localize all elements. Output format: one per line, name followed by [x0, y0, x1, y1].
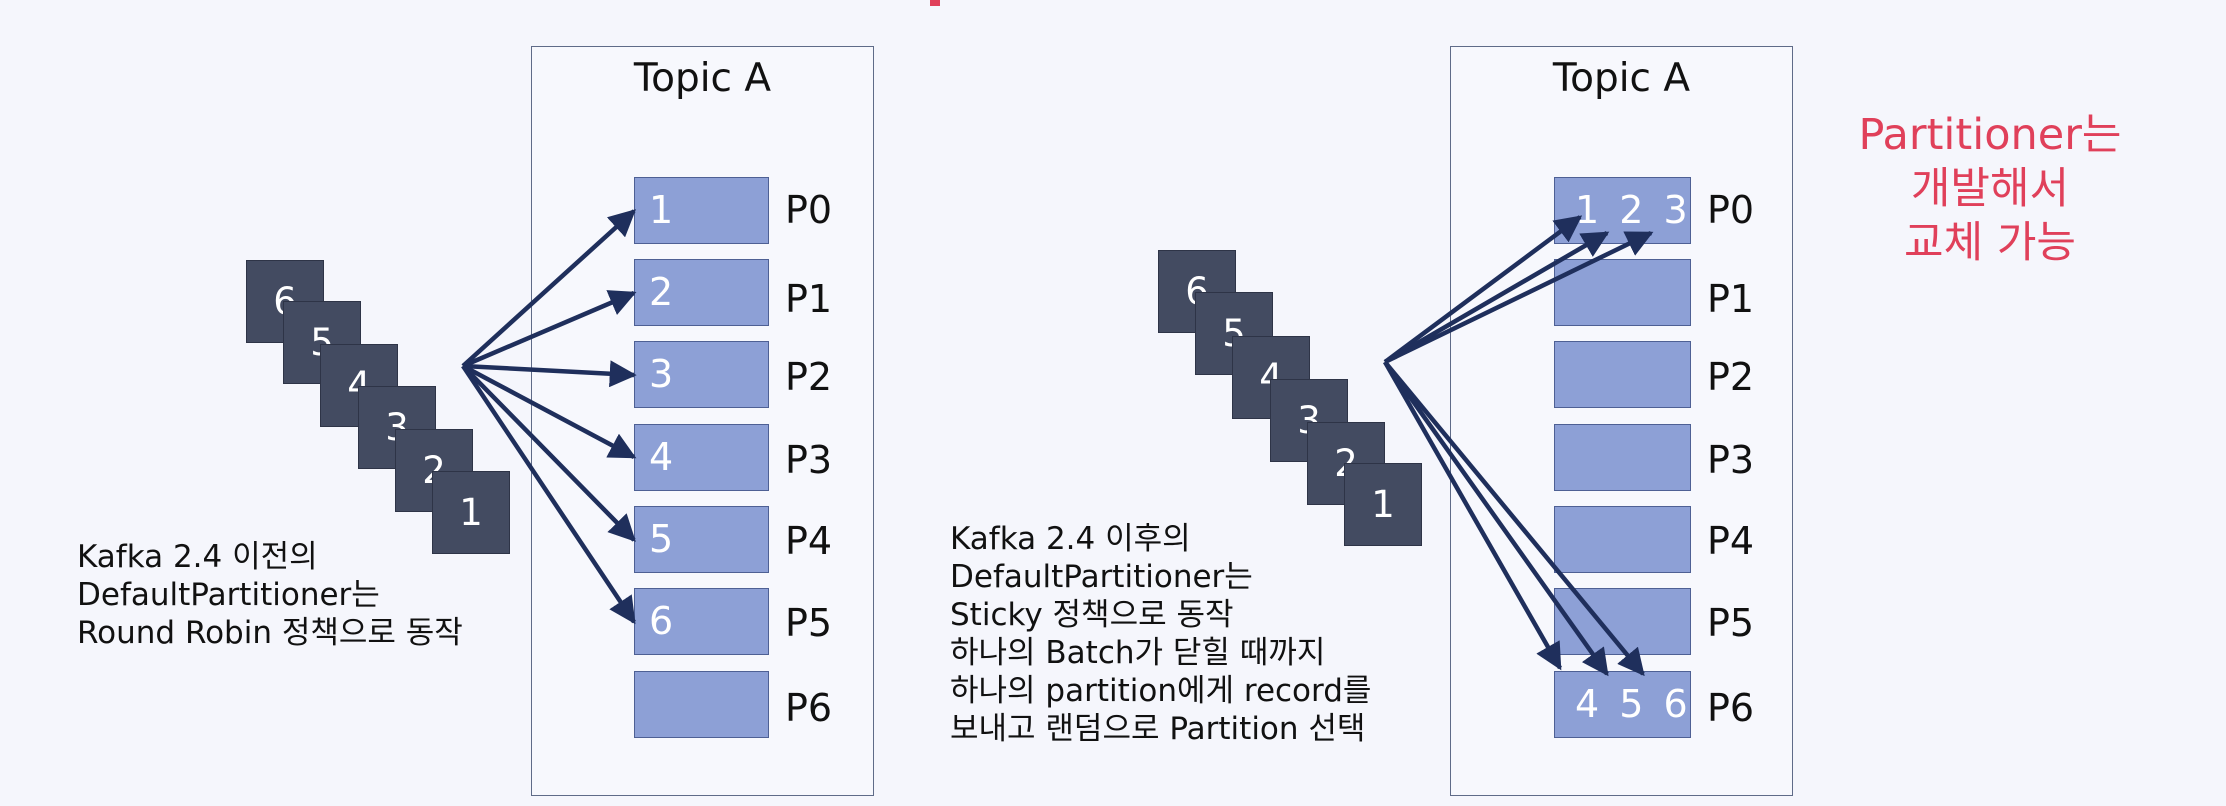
- right-partition-3-value: [1555, 435, 1569, 479]
- right-description-line-3: Sticky 정책으로 동작: [950, 597, 1234, 633]
- left-partition-label-4: P4: [785, 519, 833, 563]
- right-topic-title: Topic A: [1552, 56, 1691, 101]
- right-partition-5-value: [1555, 599, 1569, 643]
- left-partition-4-value: 5: [649, 517, 674, 561]
- right-partition-label-0: P0: [1707, 188, 1755, 232]
- right-partition-2-value: [1555, 352, 1569, 396]
- left-partition-0: 1: [634, 177, 769, 244]
- left-partition-1-value: 2: [649, 270, 674, 314]
- left-partition-3-value: 4: [649, 435, 674, 479]
- right-partition-label-1: P1: [1707, 277, 1755, 321]
- left-partition-label-0: P0: [785, 188, 833, 232]
- left-description-line-1: Kafka 2.4 이전의: [77, 539, 318, 575]
- left-partition-3: 4: [634, 424, 769, 491]
- left-partition-4: 5: [634, 506, 769, 573]
- right-description-line-5: 하나의 partition에게 record를: [950, 673, 1372, 709]
- left-description-line-3: Round Robin 정책으로 동작: [77, 615, 463, 651]
- left-partition-1: 2: [634, 259, 769, 326]
- left-partition-label-6: P6: [785, 686, 833, 730]
- right-partition-0: 1 2 3: [1554, 177, 1691, 244]
- left-partition-label-2: P2: [785, 355, 833, 399]
- right-description: Kafka 2.4 이후의 DefaultPartitioner는 Sticky…: [950, 520, 1371, 748]
- left-partition-label-5: P5: [785, 601, 833, 645]
- right-partition-3: [1554, 424, 1691, 491]
- partitioner-note: Partitioner는 개발해서 교체 가능: [1800, 108, 2180, 270]
- note-line-2: 개발해서: [1910, 164, 2070, 214]
- note-line-1: Partitioner는: [1858, 110, 2122, 160]
- right-partition-4: [1554, 506, 1691, 573]
- left-partition-2: 3: [634, 341, 769, 408]
- left-description: Kafka 2.4 이전의 DefaultPartitioner는 Round …: [77, 538, 463, 652]
- right-partition-4-value: [1555, 517, 1569, 561]
- right-partition-6: 4 5 6: [1554, 671, 1691, 738]
- right-partition-1-value: [1555, 270, 1569, 314]
- left-description-line-2: DefaultPartitioner는: [77, 577, 380, 613]
- top-cut-mark: [930, 0, 940, 6]
- right-partition-0-value: 1 2 3: [1575, 188, 1689, 232]
- left-partition-5-value: 6: [649, 599, 674, 643]
- right-partition-label-5: P5: [1707, 601, 1755, 645]
- right-description-line-6: 보내고 랜덤으로 Partition 선택: [950, 711, 1366, 747]
- right-partition-label-4: P4: [1707, 519, 1755, 563]
- left-topic-title: Topic A: [633, 56, 772, 101]
- right-partition-label-3: P3: [1707, 438, 1755, 482]
- left-partition-5: 6: [634, 588, 769, 655]
- left-partition-label-3: P3: [785, 438, 833, 482]
- left-partition-2-value: 3: [649, 352, 674, 396]
- left-partition-6: [634, 671, 769, 738]
- right-partition-label-2: P2: [1707, 355, 1755, 399]
- left-partition-6-value: [635, 682, 649, 726]
- left-partition-0-value: 1: [649, 188, 674, 232]
- right-description-line-4: 하나의 Batch가 닫힐 때까지: [950, 635, 1326, 671]
- right-description-line-2: DefaultPartitioner는: [950, 559, 1253, 595]
- right-partition-5: [1554, 588, 1691, 655]
- right-partition-2: [1554, 341, 1691, 408]
- right-partition-label-6: P6: [1707, 686, 1755, 730]
- right-partition-1: [1554, 259, 1691, 326]
- note-line-3: 교체 가능: [1904, 218, 2076, 268]
- right-description-line-1: Kafka 2.4 이후의: [950, 521, 1191, 557]
- right-partition-6-value: 4 5 6: [1575, 682, 1689, 726]
- left-partition-label-1: P1: [785, 277, 833, 321]
